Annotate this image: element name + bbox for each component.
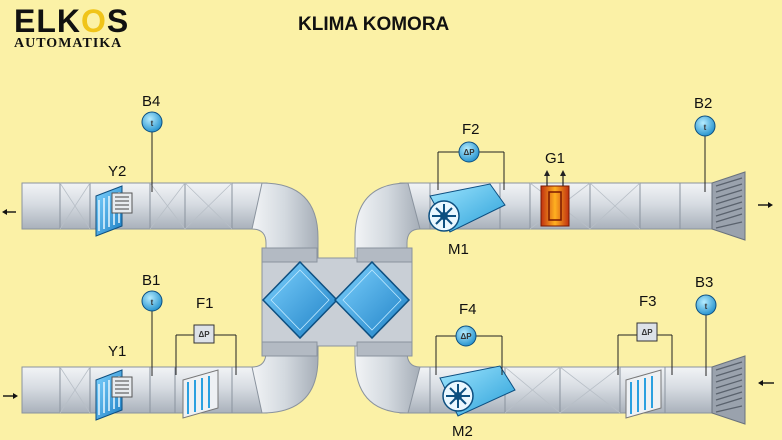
- temp-sensor-b2[interactable]: t: [694, 115, 716, 192]
- elkos-logo: ELKOS AUTOMATIKA: [14, 4, 129, 52]
- duct-bottom-left: [21, 366, 268, 414]
- duct-elbow-top-left: [251, 182, 319, 263]
- dp-symbol-f3: ΔP: [641, 328, 653, 337]
- logo-brand: ELKOS: [14, 4, 129, 38]
- filter-element-f3: [625, 369, 662, 419]
- label-b3: B3: [695, 274, 713, 291]
- damper-y1[interactable]: [95, 369, 133, 421]
- arrow-fresh-in-icon: [3, 393, 18, 399]
- heater-g1[interactable]: [540, 170, 570, 227]
- heat-exchanger: [261, 260, 411, 340]
- damper-y2[interactable]: [95, 185, 133, 237]
- label-f4: F4: [459, 301, 477, 318]
- thermometer-icon: t: [705, 302, 708, 311]
- label-f1: F1: [196, 295, 214, 312]
- fan-m2[interactable]: [439, 365, 516, 417]
- page-title: KLIMA KOMORA: [298, 14, 450, 35]
- dp-symbol-f2: ΔP: [463, 148, 475, 157]
- flow-arrows: [2, 202, 774, 399]
- fan-m1[interactable]: [428, 183, 506, 233]
- duct-elbow-bottom-left: [251, 337, 319, 414]
- dp-switch-f3[interactable]: ΔP: [617, 322, 673, 375]
- dp-switch-f4[interactable]: ΔP: [435, 325, 503, 375]
- arrow-exhaust-out-icon: [2, 209, 16, 215]
- grille-return-inlet: [711, 355, 746, 425]
- dp-symbol-f4: ΔP: [460, 332, 472, 341]
- duct-top-left: [21, 182, 268, 230]
- arrow-return-in-icon: [758, 380, 774, 386]
- temp-sensor-b1[interactable]: t: [141, 290, 163, 376]
- label-b2: B2: [694, 95, 712, 112]
- logo-brand-part1: ELK: [14, 3, 81, 39]
- label-y1: Y1: [108, 343, 126, 360]
- temp-sensor-b3[interactable]: t: [695, 294, 717, 376]
- label-g1: G1: [545, 150, 565, 167]
- thermometer-icon: t: [151, 298, 154, 307]
- logo-brand-part2: S: [106, 3, 130, 39]
- label-f2: F2: [462, 121, 480, 138]
- label-b1: B1: [142, 272, 160, 289]
- thermometer-icon: t: [704, 123, 707, 132]
- label-m1: M1: [448, 241, 469, 258]
- logo-subtitle: AUTOMATIKA: [14, 36, 123, 51]
- arrow-supply-out-icon: [758, 202, 773, 208]
- dp-switch-f1[interactable]: ΔP: [175, 324, 237, 375]
- dp-symbol-f1: ΔP: [198, 330, 210, 339]
- label-f3: F3: [639, 293, 657, 310]
- label-b4: B4: [142, 93, 160, 110]
- filter-element-f1: [182, 369, 219, 419]
- label-m2: M2: [452, 423, 473, 440]
- duct-network: [21, 171, 746, 425]
- label-y2: Y2: [108, 163, 126, 180]
- logo-brand-o: O: [81, 3, 107, 39]
- temp-sensor-b4[interactable]: t: [141, 111, 163, 192]
- thermometer-icon: t: [151, 119, 154, 128]
- dp-switch-f2[interactable]: ΔP: [437, 141, 505, 190]
- grille-supply-outlet: [711, 171, 746, 241]
